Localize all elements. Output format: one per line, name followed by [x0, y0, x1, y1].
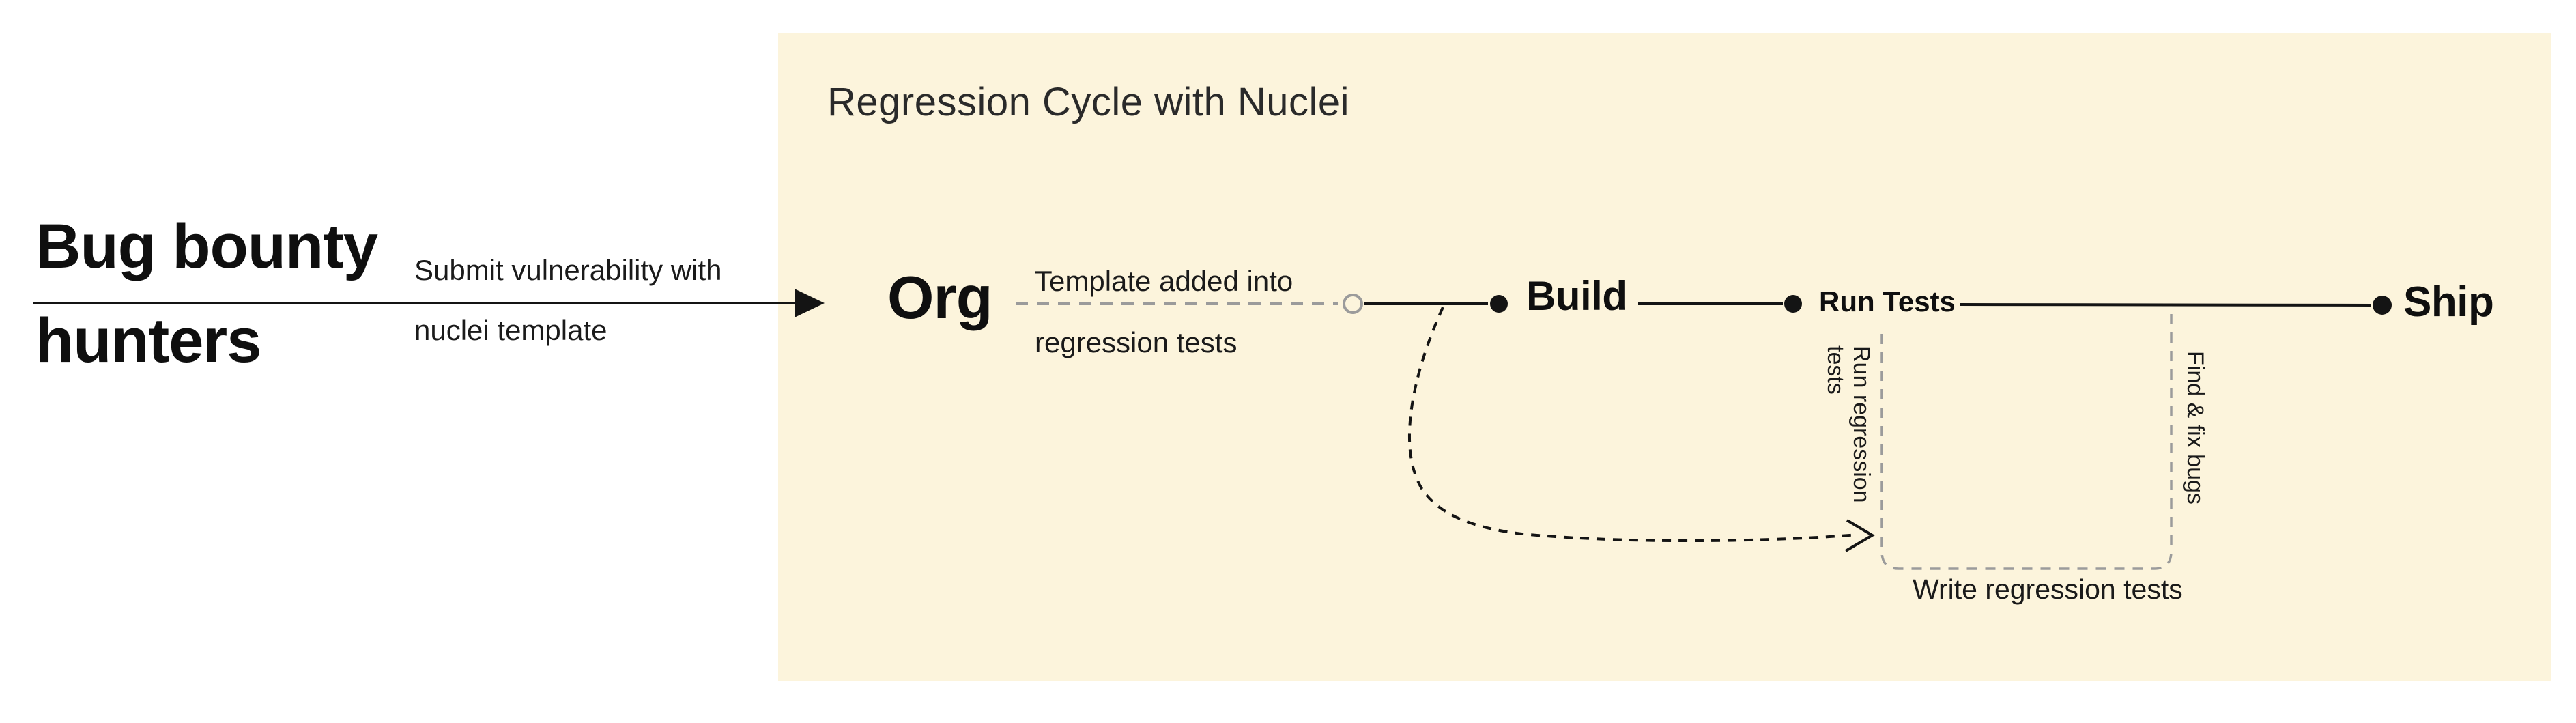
template-added-label-line1: Template added into	[1035, 265, 1293, 297]
submit-arrow-label-line2: nuclei template	[414, 314, 607, 346]
submit-arrow-label-line1: Submit vulnerability with	[414, 254, 722, 286]
node-org: Org	[887, 264, 992, 331]
node-run-tests: Run Tests	[1819, 285, 1956, 317]
run-regression-tests-vertical-label: Run regression tests	[1822, 345, 1875, 503]
write-regression-tests-label: Write regression tests	[1913, 573, 2183, 605]
actor-bug-bounty-line2: hunters	[35, 306, 261, 375]
template-added-label-line2: regression tests	[1035, 326, 1237, 358]
actor-bug-bounty-line1: Bug bounty	[35, 212, 378, 281]
node-build: Build	[1526, 273, 1627, 319]
find-fix-bugs-vertical-label: Find & fix bugs	[2182, 351, 2209, 505]
node-ship: Ship	[2403, 279, 2494, 326]
panel-title: Regression Cycle with Nuclei	[827, 80, 1350, 124]
